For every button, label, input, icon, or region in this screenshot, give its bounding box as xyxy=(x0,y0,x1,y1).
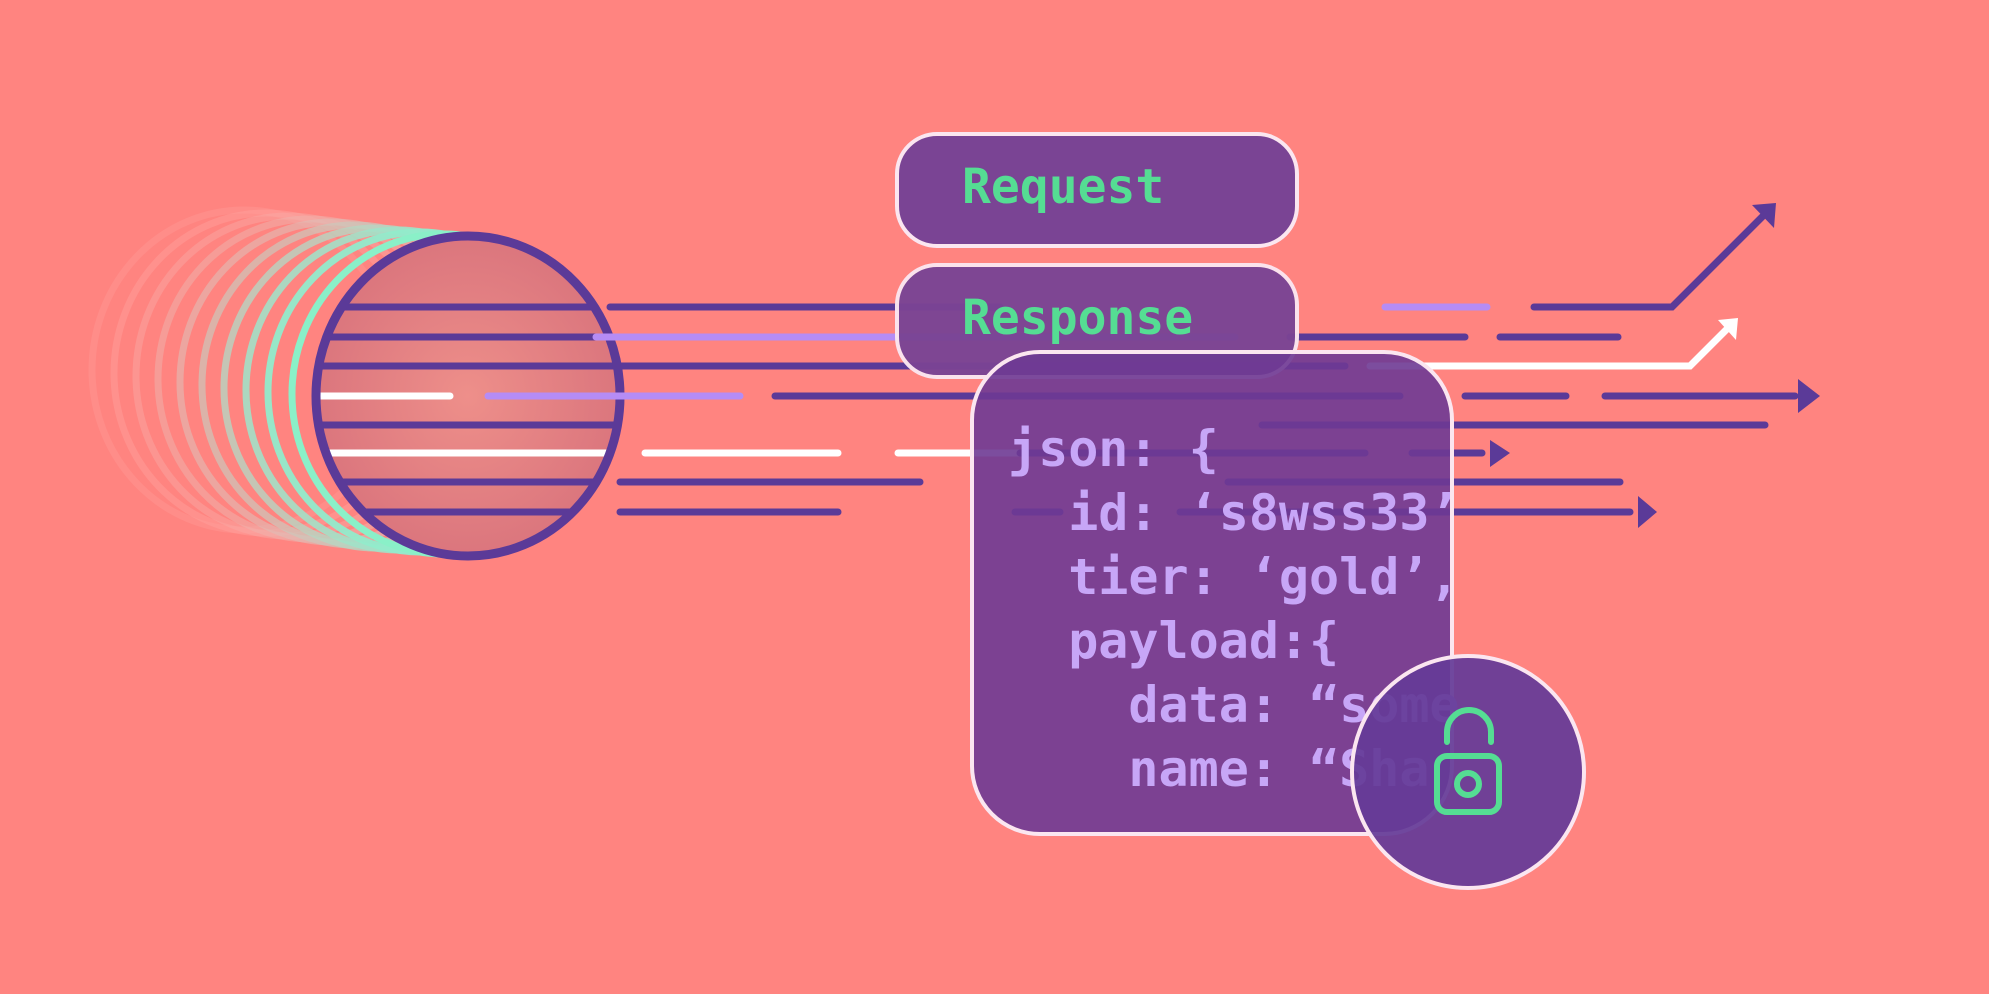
lock-badge xyxy=(1350,654,1586,890)
arrow-right-icon xyxy=(1798,379,1820,413)
code-line: tier: ‘gold’, xyxy=(1008,548,1460,606)
response-pill[interactable]: Response xyxy=(895,263,1299,379)
code-line: id: ‘s8wss33’ xyxy=(1008,484,1460,542)
arrow-right-icon xyxy=(1638,496,1657,528)
arrow-up-right-icon xyxy=(1718,318,1738,340)
arrow-right-icon xyxy=(1490,440,1510,467)
response-label: Response xyxy=(962,290,1193,346)
json-code-card: json: { id: ‘s8wss33’ tier: ‘gold’, payl… xyxy=(970,350,1460,836)
arrow-up-right-icon xyxy=(1752,203,1776,228)
tunnel-face xyxy=(316,236,620,556)
unlocked-padlock-icon xyxy=(1434,707,1502,815)
code-line: json: { xyxy=(1008,420,1219,478)
arrowheads xyxy=(1490,203,1820,528)
code-line: payload:{ xyxy=(1008,612,1339,670)
request-pill[interactable]: Request xyxy=(895,132,1299,248)
request-label: Request xyxy=(962,159,1164,215)
